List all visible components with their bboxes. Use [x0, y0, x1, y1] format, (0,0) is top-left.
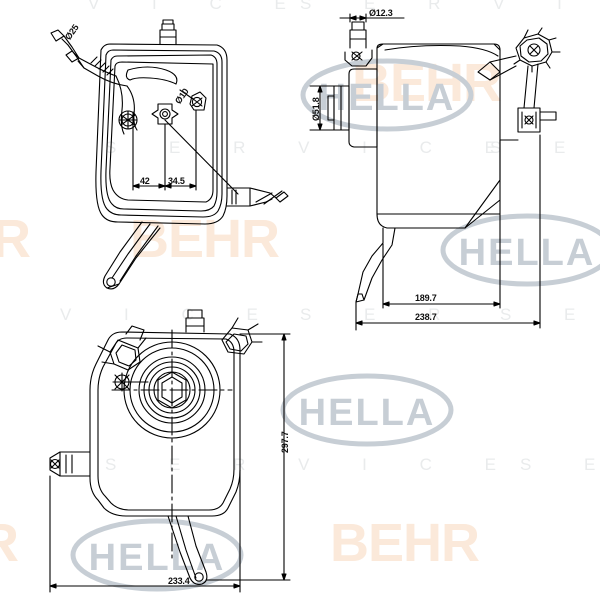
dim-238-7: 238.7 [415, 312, 437, 322]
dim-diameter-51-8: Ø51.8 [311, 97, 321, 121]
dim-297-7: 297.7 [280, 431, 290, 453]
view-side-elevation [309, 13, 561, 331]
dim-233-4: 233.4 [168, 576, 190, 586]
dim-diameter-12-3: Ø12.3 [369, 8, 393, 18]
dim-42: 42 [140, 176, 150, 186]
dim-34-5: 34.5 [168, 176, 185, 186]
view-plan [49, 309, 291, 593]
view-front-elevation [50, 19, 289, 290]
dim-189-7: 189.7 [415, 293, 437, 303]
